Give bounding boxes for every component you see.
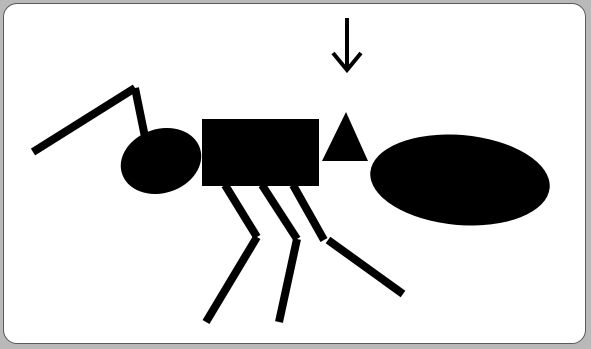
hind-leg [293,185,403,294]
ant-legs [206,185,403,322]
ant-abdomen [366,127,553,232]
ant-thorax [202,119,319,186]
middle-leg [262,185,297,322]
down-arrow-icon [333,18,361,70]
ant-petiole-triangle [322,112,368,161]
antenna [33,88,145,152]
front-leg [206,185,257,322]
ant-diagram [4,4,586,344]
ant-head [112,118,210,204]
diagram-card [3,3,586,344]
